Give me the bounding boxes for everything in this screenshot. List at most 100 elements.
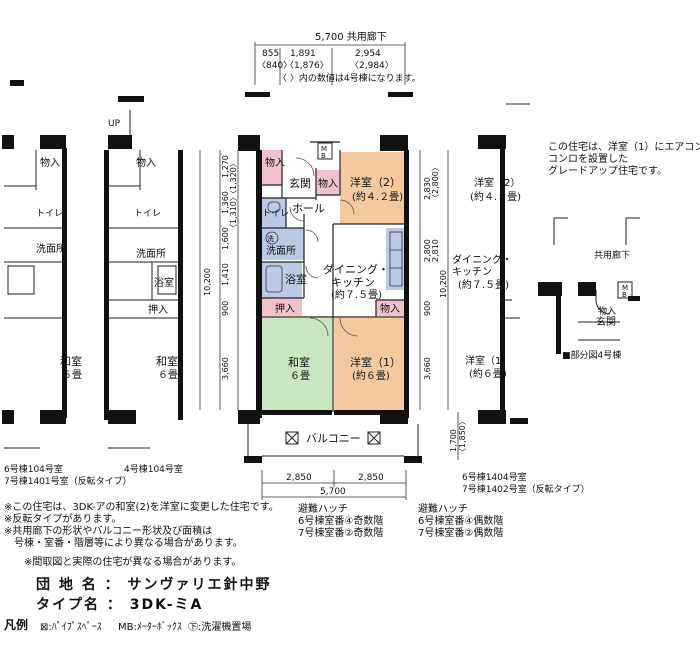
label-japanese: 和室 [288,355,310,369]
upgrade-note-line-3: グレードアップ住宅です。 [548,166,667,177]
label-closet: 押入 [275,302,295,315]
main-walls [238,135,409,424]
storage-kitchen-fill [376,300,406,316]
label-storage-kitchen: 物入 [380,302,400,315]
kitchen-counter-fill [386,228,406,290]
hatch-left-line-1: 6号棟室番④奇数階 [298,516,384,527]
hatch-right-line-2: 7号棟室番②偶数階 [418,528,504,539]
label-toilet: トイレ [262,209,289,219]
label-entrance: 玄関 [289,176,311,190]
upgrade-note: この住宅は、洋室（1）にエアコン、 コンロを設置した グレードアップ住宅です。 [548,142,700,178]
dim-bottom-total: 5,700 [320,487,346,497]
inset-corridor: 共用廊下 [594,249,630,261]
dim-right-2: 2,800 [423,239,432,262]
hatch-right-title: 避難ハッチ [418,504,468,515]
footnote-3: ※共用廊下の形状やバルコニー形状及び面積は [4,526,213,537]
hatch-right-line-1: 6号棟室番④偶数階 [418,516,504,527]
label-western1-size: (約６畳) [352,369,390,382]
dim-top-3-paren: 〈2,984〉 [350,60,394,71]
right-caption-2: 7号棟1402号室（反転タイプ） [462,483,590,495]
dim-right-3: 2,810 [431,239,440,262]
dim-top-1: 855 [262,49,279,59]
dim-top-2: 1,891 [290,49,316,59]
left2-japanese: 和室 [156,354,178,368]
dim-left-total: 10,200 [203,268,212,296]
legend-mb: MB:ﾒｰﾀｰﾎﾞｯｸｽ [118,622,182,633]
label-storage-top: 物入 [265,156,285,169]
upgrade-note-line-2: コンロを設置した [548,154,628,165]
right-caption-1: 6号棟1404号室 [462,471,527,483]
western1-fill [334,318,406,412]
type-value: 3DK-ミA [129,597,204,613]
label-dining-size: (約７.５畳) [331,288,382,301]
label-storage-entry: 物入 [318,177,338,190]
dim-left-paren-2: 〈1,310〉 [229,193,238,232]
legend-pipe: ⊠:ﾊﾟｲﾌﾟｽﾍﾟｰｽ [40,622,102,633]
type-label: タイプ名 ： [36,597,123,613]
toilet-fill [262,198,286,228]
storage-top-fill [262,150,282,185]
estate-value: サンヴァリエ針中野 [127,577,272,593]
left1-caption-2: 7号棟1401号室（反転タイプ） [4,475,132,487]
dim-bottom-1: 2,850 [286,473,312,483]
estate-row: 団 地 名 ： サンヴァリエ針中野 [36,574,272,594]
dim-right-4: 900 [423,301,432,316]
legend-title: 凡例 [4,618,29,632]
dim-left-2: 1,360 [221,191,230,214]
legend-washer: ㊦:洗濯機置場 [188,622,252,633]
left1-caption-1: 6号棟104号室 [4,463,63,475]
dim-left-6: 3,660 [221,357,230,380]
label-hall: ホール [292,202,325,215]
left1-toilet: トイレ [36,209,63,219]
label-western1: 洋室（1） [350,355,401,369]
closet-fill [262,298,302,316]
left1-storage: 物入 [40,156,60,169]
right-interior [500,103,530,319]
left2-washroom: 洗面所 [136,248,166,260]
mb-box [317,142,333,160]
label-japanese-size: ６畳 [290,370,310,382]
inset-corridor-lines [553,217,640,341]
label-dining2: キッチン [331,276,375,289]
left2-up: UP [108,119,121,129]
dim-left-paren-1: 〈1,320〉 [229,159,238,198]
left2-interior [108,110,178,449]
dim-left-5: 900 [221,301,230,316]
interior-walls [262,141,406,412]
storage-entry-fill [316,170,340,195]
right-dimension-lines [419,150,459,460]
mb-label-m: M [321,145,327,153]
inset-storage: 物入 [598,305,616,317]
left1-washroom: 洗面所 [36,243,66,255]
left2-storage: 物入 [136,156,156,169]
corridor-walls [245,92,413,97]
dim-top-note: 〈 〉内の数値は4号棟になります。 [278,72,421,84]
hatch-left-line-2: 7号棟室番②奇数階 [298,528,384,539]
dim-left-1: 1,270 [221,155,230,178]
inset-walls [538,282,640,354]
hatch-left: 避難ハッチ 6号棟室番④奇数階 7号棟室番②奇数階 [298,504,383,540]
bottom-dimension-lines [261,470,407,500]
left1-interior [4,150,62,449]
left2-bath: 浴室 [154,276,174,289]
dim-left-3: 1,600 [221,227,230,250]
dim-right-1: 2,830 [423,177,432,200]
balcony-outline [247,424,419,462]
dim-top-2-paren: 〈1,876〉 [285,60,329,71]
fixtures [265,201,403,293]
right-western2-size: (約４.５畳) [470,190,521,203]
left2-toilet: トイレ [134,209,161,219]
right-western1: 洋室（1） [465,354,511,367]
washer-mark: 洗 [267,234,274,243]
footnote-4: 号棟・室番・階層等により異なる場合があります。 [4,538,243,549]
left-dimension-lines [199,150,239,410]
type-row: タイプ名 ： 3DK-ミA [36,594,203,614]
right-dining2: キッチン [452,266,492,278]
door-swings [289,157,359,337]
right-dining: ダイニング・ [452,253,512,266]
right-western2: 洋室（2） [474,176,520,189]
dim-bottom-2: 2,850 [358,473,384,483]
left1-walls [2,80,67,424]
right-walls [478,135,528,424]
estate-label: 団 地 名 ： [36,577,121,593]
